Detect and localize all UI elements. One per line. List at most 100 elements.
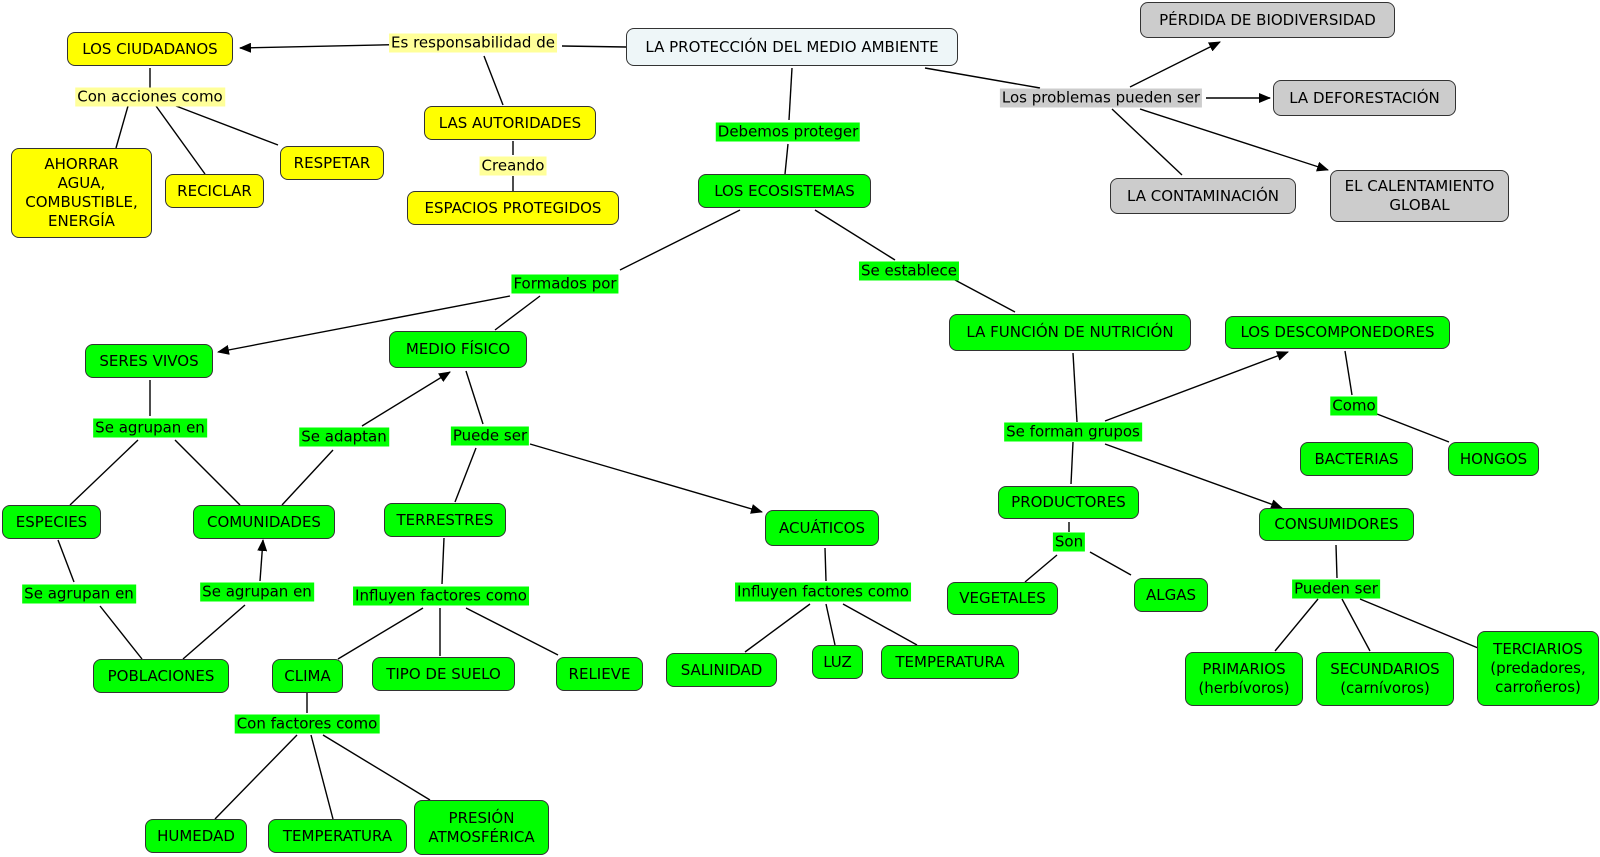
connector-10 — [1129, 41, 1221, 88]
concept-seres-vivos[interactable]: SERES VIVOS — [85, 344, 213, 378]
connector-50 — [824, 547, 827, 582]
concept-ahorrar[interactable]: AHORRAR AGUA, COMBUSTIBLE, ENERGÍA — [11, 148, 152, 238]
connector-26 — [1104, 443, 1283, 509]
concept-terrestres[interactable]: TERRESTRES — [384, 503, 506, 537]
concept-deforestacion[interactable]: LA DEFORESTACIÓN — [1273, 80, 1456, 116]
concept-contaminacion[interactable]: LA CONTAMINACIÓN — [1110, 178, 1296, 214]
connector-25 — [1070, 441, 1074, 485]
connector-12 — [1139, 108, 1329, 172]
connector-46 — [441, 537, 445, 585]
link-se-agrupan-en-seres: Se agrupan en — [93, 418, 207, 438]
concept-salinidad[interactable]: SALINIDAD — [666, 653, 777, 687]
concept-tipo-suelo[interactable]: TIPO DE SUELO — [372, 657, 515, 691]
link-es-responsabilidad-de: Es responsabilidad de — [389, 33, 557, 53]
connector-9 — [924, 67, 1041, 89]
connector-35 — [69, 439, 139, 506]
connector-32 — [1341, 598, 1371, 652]
connector-53 — [842, 603, 918, 646]
connector-18 — [494, 295, 541, 331]
concept-hongos[interactable]: HONGOS — [1448, 442, 1539, 476]
connector-2 — [483, 55, 504, 106]
connector-37 — [281, 449, 334, 506]
concept-medio-fisico[interactable]: MEDIO FÍSICO — [389, 331, 527, 368]
link-los-problemas-pueden-ser: Los problemas pueden ser — [999, 88, 1203, 108]
connector-51 — [744, 603, 811, 653]
link-influyen-factores-terrestres: Influyen factores como — [353, 586, 529, 606]
concept-ciudadanos[interactable]: LOS CIUDADANOS — [67, 32, 233, 66]
concept-temperatura-acuaticos[interactable]: TEMPERATURA — [881, 645, 1019, 679]
concept-especies[interactable]: ESPECIES — [2, 505, 101, 539]
connector-13 — [1111, 108, 1183, 176]
concept-autoridades[interactable]: LAS AUTORIDADES — [424, 106, 596, 140]
concept-perdida-biodiversidad[interactable]: PÉRDIDA DE BIODIVERSIDAD — [1140, 2, 1395, 38]
concept-bacterias[interactable]: BACTERIAS — [1300, 442, 1413, 476]
concept-vegetales[interactable]: VEGETALES — [947, 582, 1058, 615]
concept-calentamiento-global[interactable]: EL CALENTAMIENTO GLOBAL — [1330, 170, 1509, 222]
concept-poblaciones[interactable]: POBLACIONES — [93, 659, 229, 693]
concept-primarios[interactable]: PRIMARIOS (herbívoros) — [1185, 652, 1303, 706]
concept-funcion-nutricion[interactable]: LA FUNCIÓN DE NUTRICIÓN — [949, 314, 1191, 351]
connector-29 — [1089, 551, 1132, 576]
concept-luz[interactable]: LUZ — [812, 645, 863, 679]
concept-productores[interactable]: PRODUCTORES — [998, 486, 1139, 519]
connector-40 — [454, 447, 477, 503]
concept-clima[interactable]: CLIMA — [272, 659, 343, 693]
connector-21 — [1072, 352, 1078, 423]
connector-57 — [322, 734, 431, 801]
link-se-agrupan-en-especies: Se agrupan en — [22, 584, 136, 604]
concept-reciclar[interactable]: RECICLAR — [165, 174, 264, 208]
link-influyen-factores-acuaticos: Influyen factores como — [735, 582, 911, 602]
connector-16 — [619, 209, 741, 271]
concept-comunidades[interactable]: COMUNIDADES — [193, 505, 335, 539]
connector-31 — [1274, 598, 1319, 652]
link-se-establece: Se establece — [858, 261, 960, 281]
concept-acuaticos[interactable]: ACUÁTICOS — [765, 510, 879, 546]
connector-39 — [465, 370, 484, 425]
link-formados-por: Formados por — [511, 274, 619, 294]
connector-49 — [465, 607, 559, 656]
connector-44 — [182, 604, 246, 660]
connector-5 — [155, 105, 206, 175]
concept-descomponedores[interactable]: LOS DESCOMPONEDORES — [1225, 316, 1450, 349]
connector-47 — [337, 607, 424, 660]
concept-ecosistemas[interactable]: LOS ECOSISTEMAS — [698, 174, 871, 208]
link-se-adaptan: Se adaptan — [299, 427, 389, 447]
link-son: Son — [1052, 532, 1086, 552]
concept-presion-atmosferica[interactable]: PRESIÓN ATMOSFÉRICA — [414, 800, 549, 855]
connector-23 — [1344, 350, 1353, 396]
concept-consumidores[interactable]: CONSUMIDORES — [1259, 508, 1414, 541]
concept-temperatura-clima[interactable]: TEMPERATURA — [268, 819, 407, 853]
connector-55 — [214, 734, 298, 820]
link-pueden-ser: Pueden ser — [1292, 579, 1380, 599]
connector-15 — [784, 143, 789, 175]
connector-45 — [257, 539, 268, 582]
concept-proteccion-medio-ambiente[interactable]: LA PROTECCIÓN DEL MEDIO AMBIENTE — [626, 28, 958, 66]
concept-humedad[interactable]: HUMEDAD — [145, 819, 247, 853]
connector-0 — [561, 45, 627, 48]
connector-4 — [115, 105, 129, 149]
link-debemos-proteger: Debemos proteger — [715, 122, 861, 142]
connector-24 — [1376, 413, 1450, 443]
connector-30 — [1335, 544, 1338, 579]
concept-espacios-protegidos[interactable]: ESPACIOS PROTEGIDOS — [407, 191, 619, 225]
connector-20 — [954, 279, 1016, 313]
link-se-forman-grupos: Se forman grupos — [1004, 422, 1142, 442]
concept-secundarios[interactable]: SECUNDARIOS (carnívoros) — [1316, 652, 1454, 706]
concept-terciarios[interactable]: TERCIARIOS (predadores, carroñeros) — [1477, 631, 1599, 706]
connector-14 — [788, 67, 793, 121]
connector-33 — [1359, 598, 1479, 649]
connector-41 — [529, 443, 763, 514]
concept-respetar[interactable]: RESPETAR — [280, 146, 384, 180]
connector-42 — [57, 539, 75, 583]
connector-6 — [175, 105, 279, 146]
connector-36 — [174, 439, 241, 506]
concept-relieve[interactable]: RELIEVE — [556, 657, 643, 691]
link-creando: Creando — [479, 156, 547, 176]
connector-52 — [825, 603, 836, 646]
concept-algas[interactable]: ALGAS — [1134, 578, 1208, 612]
connector-38 — [361, 371, 451, 427]
link-con-factores-como: Con factores como — [234, 714, 380, 734]
connector-43 — [99, 605, 143, 660]
connector-56 — [310, 734, 334, 820]
